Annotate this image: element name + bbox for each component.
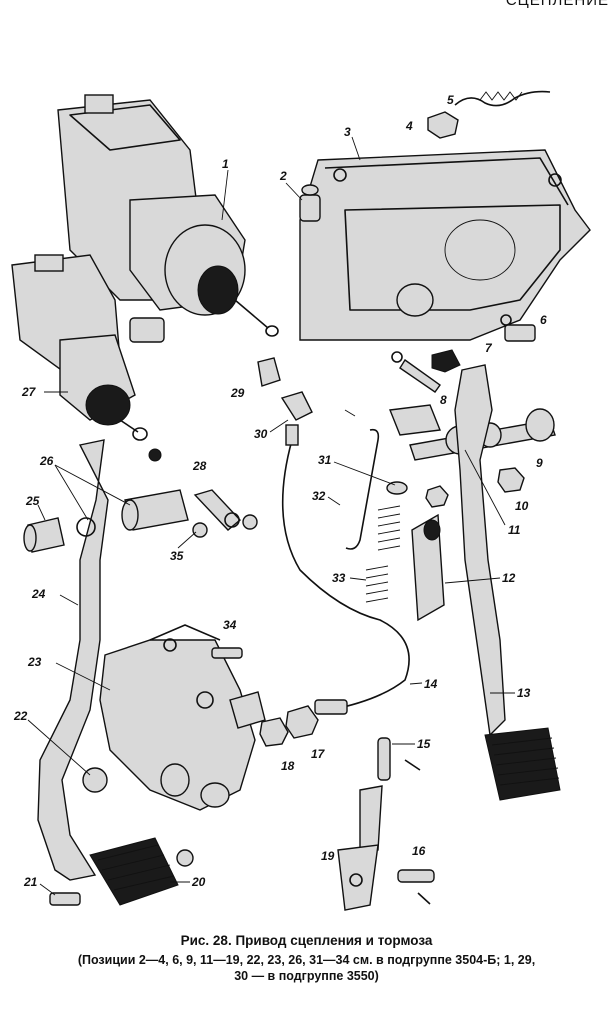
spring-33 bbox=[365, 505, 401, 603]
nut-10 bbox=[425, 467, 525, 508]
callouts: 1 2 3 4 5 6 7 8 9 10 11 12 13 14 15 16 1… bbox=[13, 93, 547, 896]
callout-34: 34 bbox=[223, 618, 237, 632]
callout-27: 27 bbox=[21, 385, 37, 399]
nut-4 bbox=[427, 111, 459, 139]
callout-26: 26 bbox=[39, 454, 54, 468]
callout-4: 4 bbox=[405, 119, 413, 133]
fitting-17 bbox=[285, 705, 319, 739]
callout-28: 28 bbox=[192, 459, 207, 473]
callout-25: 25 bbox=[25, 494, 40, 508]
callout-1: 1 bbox=[222, 157, 229, 171]
callout-6: 6 bbox=[540, 313, 547, 327]
master-cylinder-assembly bbox=[57, 94, 279, 343]
caption-line-1: (Позиции 2—4, 6, 9, 11—19, 22, 23, 26, 3… bbox=[77, 953, 536, 967]
callout-12: 12 bbox=[502, 571, 516, 585]
callout-15: 15 bbox=[417, 737, 431, 751]
callout-17: 17 bbox=[311, 747, 326, 761]
bolt-34 bbox=[211, 647, 243, 659]
callout-31: 31 bbox=[318, 453, 332, 467]
callout-11: 11 bbox=[508, 523, 521, 537]
callout-5: 5 bbox=[447, 93, 454, 107]
callout-21: 21 bbox=[23, 875, 38, 889]
push-rod-32 bbox=[344, 409, 408, 550]
page-header: СЦЕПЛЕНИЕ bbox=[505, 0, 609, 9]
clutch-pedal bbox=[37, 439, 179, 906]
brake-valve-bracket bbox=[99, 624, 266, 811]
pad-7 bbox=[431, 349, 461, 373]
fitting-29 bbox=[257, 357, 281, 387]
bushing-26 bbox=[121, 489, 189, 531]
clevis-19 bbox=[337, 785, 383, 911]
bolt-8 bbox=[391, 351, 441, 393]
callout-3: 3 bbox=[344, 125, 351, 139]
callout-10: 10 bbox=[515, 499, 529, 513]
callout-9: 9 bbox=[536, 456, 543, 470]
bolt-21 bbox=[49, 892, 81, 906]
bolt-6 bbox=[500, 314, 536, 342]
callout-18: 18 bbox=[281, 759, 295, 773]
callout-22: 22 bbox=[13, 709, 28, 723]
callout-35: 35 bbox=[170, 549, 184, 563]
exploded-view-diagram: 1 2 3 4 5 6 7 8 9 10 11 12 13 14 15 16 1… bbox=[11, 90, 591, 911]
callout-8: 8 bbox=[440, 393, 447, 407]
nut-20 bbox=[176, 849, 194, 867]
callout-7: 7 bbox=[485, 341, 493, 355]
callout-29: 29 bbox=[230, 386, 245, 400]
bolt-2 bbox=[299, 184, 321, 222]
callout-23: 23 bbox=[27, 655, 42, 669]
caption-title: Рис. 28. Привод сцепления и тормоза bbox=[180, 933, 433, 948]
callout-13: 13 bbox=[517, 686, 531, 700]
fitting-30 bbox=[280, 391, 313, 446]
callout-14: 14 bbox=[424, 677, 438, 691]
bushing-25 bbox=[23, 517, 65, 553]
clutch-master-cylinder bbox=[11, 254, 162, 462]
callout-32: 32 bbox=[312, 489, 326, 503]
pin-16 bbox=[397, 869, 435, 905]
brake-hose bbox=[281, 439, 410, 715]
caption-line-2: 30 — в подгруппе 3550) bbox=[234, 969, 379, 983]
pedal-bracket-12 bbox=[411, 513, 445, 622]
callout-24: 24 bbox=[31, 587, 46, 601]
figure-caption: Рис. 28. Привод сцепления и тормоза (Поз… bbox=[0, 933, 613, 984]
callout-33: 33 bbox=[332, 571, 346, 585]
callout-2: 2 bbox=[279, 169, 287, 183]
pedal-bracket bbox=[299, 149, 591, 341]
callout-16: 16 bbox=[412, 844, 426, 858]
return-spring-5 bbox=[454, 90, 551, 107]
washer-35 bbox=[192, 522, 208, 538]
pin-15 bbox=[377, 737, 421, 781]
clevis-28 bbox=[193, 489, 258, 531]
callout-30: 30 bbox=[254, 427, 268, 441]
brake-pedal bbox=[454, 364, 561, 801]
fitting-18 bbox=[259, 717, 289, 747]
callout-19: 19 bbox=[321, 849, 335, 863]
callout-20: 20 bbox=[191, 875, 206, 889]
